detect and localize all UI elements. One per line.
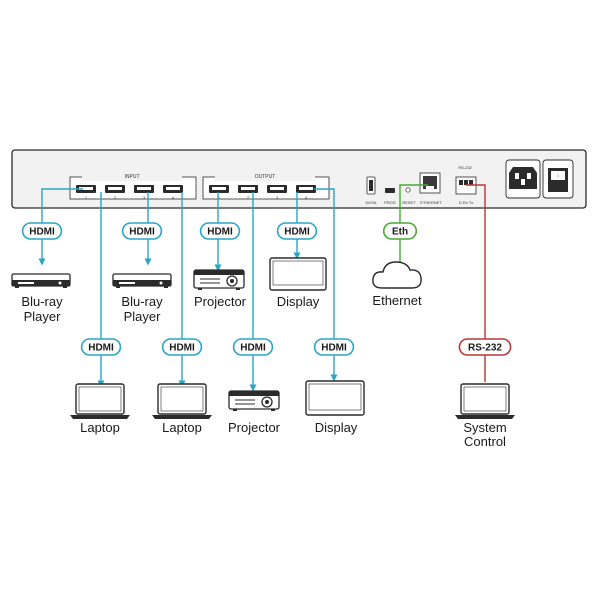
laptop-icon: [70, 383, 130, 419]
eth-tag: Eth: [382, 222, 418, 240]
reset-label: RESET: [402, 200, 416, 205]
ethernet-label-text: Ethernet: [372, 293, 422, 308]
prog-label: PROG: [384, 200, 396, 205]
blu-ray-player-2-label-line2: Player: [124, 309, 162, 324]
hdmi-tag-output-1-label: HDMI: [207, 227, 233, 238]
output-header: OUTPUT: [255, 174, 276, 180]
rs232-pins-label: G Rx Tx: [459, 200, 474, 205]
hdmi-tag-input-1-label: HDMI: [29, 227, 55, 238]
input-port-number-4: 4: [172, 195, 175, 200]
hdmi-tag-input-2-label: HDMI: [88, 343, 114, 354]
hdmi-tag-input-1: HDMI: [21, 222, 63, 240]
hdmi-tag-input-3: HDMI: [121, 222, 163, 240]
projector-icon: [228, 390, 280, 411]
prog-port: [385, 188, 395, 193]
input-port-number-1: 1: [85, 195, 88, 200]
display-1-label: Display: [277, 294, 320, 309]
system-control-label-line1: System: [463, 420, 506, 435]
usb-label: 5V/2A: [366, 200, 377, 205]
display-icon: [305, 380, 365, 416]
hdmi-tag-output-3-label: HDMI: [284, 227, 310, 238]
hdmi-tag-output-3: HDMI: [276, 222, 318, 240]
hdmi-tag-output-4-label: HDMI: [321, 343, 347, 354]
output-port-number-1: 1: [218, 195, 221, 200]
svg-text:I: I: [557, 173, 558, 178]
reset-button[interactable]: [405, 187, 411, 193]
output-port-number-3: 3: [276, 195, 279, 200]
rs232-port-label: RS-232: [458, 165, 472, 170]
hdmi-tag-output-4: HDMI: [313, 338, 355, 356]
blu-ray-player-icon: [11, 273, 71, 288]
hdmi-tag-input-4-label: HDMI: [169, 343, 195, 354]
projector-1-label: Projector: [194, 294, 247, 309]
power-inlet-icon: [505, 159, 541, 199]
hdmi-cable-output-4: [314, 188, 338, 382]
projector-icon: [193, 269, 245, 290]
input-port-number-2: 2: [114, 195, 117, 200]
input-header: INPUT: [125, 174, 140, 180]
eth-tag-label: Eth: [392, 227, 408, 238]
input-port-number-3: 3: [143, 195, 146, 200]
rs232-tag-label: RS-232: [468, 343, 502, 354]
output-port-number-4: 4: [305, 195, 308, 200]
blu-ray-player-1-label-line1: Blu-ray: [21, 294, 63, 309]
laptop-2-label: Laptop: [162, 420, 202, 435]
rs232-tag: RS-232: [458, 338, 512, 356]
display-2-label: Display: [315, 420, 358, 435]
blu-ray-player-2-label-line1: Blu-ray: [121, 294, 163, 309]
blu-ray-player-1-label-line2: Player: [24, 309, 62, 324]
laptop-icon: [455, 383, 515, 419]
hdmi-tag-output-1: HDMI: [199, 222, 241, 240]
blu-ray-player-icon: [112, 273, 172, 288]
system-control-label-line2: Control: [464, 434, 506, 449]
hdmi-tag-output-2: HDMI: [232, 338, 274, 356]
rs232-cable: [466, 184, 486, 382]
laptop-1-label: Laptop: [80, 420, 120, 435]
display-icon: [269, 257, 327, 291]
hdmi-tag-input-2: HDMI: [80, 338, 122, 356]
hdmi-tag-input-3-label: HDMI: [129, 227, 155, 238]
hdmi-tag-input-4: HDMI: [161, 338, 203, 356]
hdmi-tag-output-2-label: HDMI: [240, 343, 266, 354]
cloud-icon: [372, 261, 422, 289]
power-switch-icon[interactable]: I: [542, 159, 574, 199]
output-port-number-2: 2: [247, 195, 250, 200]
ethernet-label: ETHERNET: [420, 200, 442, 205]
laptop-icon: [152, 383, 212, 419]
switcher-device: INPUT OUTPUT 1 2 3 4 1 2 3 4 5V/2A PROG RESET E…: [11, 149, 587, 209]
projector-2-label: Projector: [228, 420, 281, 435]
